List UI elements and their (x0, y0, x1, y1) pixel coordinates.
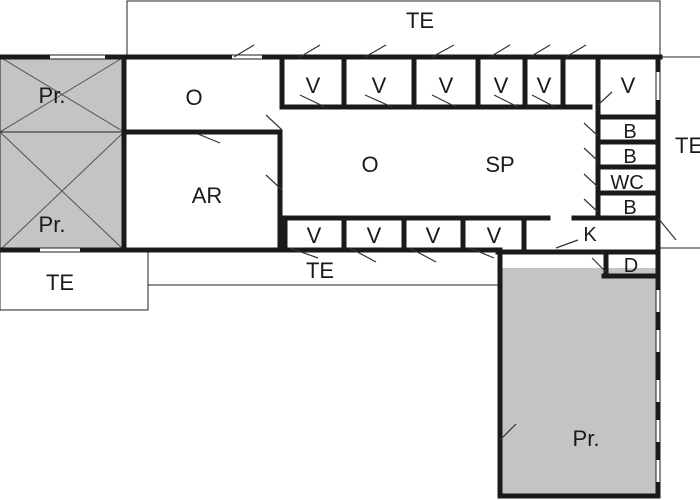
door-top-7 (565, 44, 587, 58)
door-top-5 (489, 44, 511, 58)
label-pr-top-left: Pr. (39, 83, 66, 108)
door-o-left (265, 114, 283, 131)
label-sp: SP (485, 152, 514, 177)
label-v-bottom-4: V (487, 223, 502, 248)
label-v-top-5: V (537, 73, 552, 98)
label-d: D (624, 255, 638, 277)
door-b3 (583, 198, 599, 213)
door-vb2 (349, 247, 377, 263)
label-b-middle: B (623, 146, 636, 168)
door-wc (583, 173, 599, 188)
door-top-3 (364, 44, 387, 58)
label-b-upper: B (623, 121, 636, 143)
door-v2 (364, 94, 393, 108)
door-top-6 (529, 44, 551, 58)
label-te-corridor: TE (306, 258, 334, 283)
pr-bottom-right-area (502, 268, 658, 496)
door-top-2 (299, 44, 321, 58)
grey-areas (0, 56, 658, 496)
door-ar-right (265, 174, 283, 191)
door-v3 (431, 94, 457, 108)
label-v-bottom-3: V (426, 223, 441, 248)
label-v-top-right: V (621, 73, 636, 98)
doors (197, 44, 677, 441)
door-pr (499, 423, 517, 441)
label-v-top-2: V (372, 73, 387, 98)
label-pr-mid-left: Pr. (39, 212, 66, 237)
door-b1 (583, 122, 599, 137)
label-v-top-3: V (439, 73, 454, 98)
label-wc: WC (610, 172, 643, 194)
label-o-left: O (185, 85, 202, 110)
pr-mid-left-cross-b (0, 131, 125, 251)
label-pr-bottom-right: Pr. (573, 426, 600, 451)
walls (0, 54, 663, 499)
door-v4 (493, 94, 519, 108)
label-te-left: TE (46, 270, 74, 295)
label-v-top-4: V (494, 73, 509, 98)
door-vb1 (289, 247, 319, 259)
label-v-bottom-1: V (307, 223, 322, 248)
door-b2 (583, 147, 599, 162)
label-k: K (583, 224, 597, 246)
windows (40, 55, 660, 482)
label-o-center: O (361, 152, 378, 177)
room-labels: TE TE TE TE Pr. Pr. Pr. O O SP AR V V V … (39, 8, 700, 451)
label-v-bottom-2: V (367, 223, 382, 248)
label-te-right: TE (675, 133, 700, 158)
door-top-4 (431, 44, 455, 58)
door-top-1 (233, 44, 255, 58)
door-vb4 (469, 247, 495, 259)
door-v5 (531, 94, 556, 108)
door-k (555, 239, 579, 249)
door-v1 (299, 94, 326, 108)
door-d (591, 257, 607, 273)
door-v-right (597, 91, 613, 106)
pr-top-left-cross-b (0, 56, 125, 133)
label-ar: AR (192, 183, 223, 208)
door-te-right (657, 217, 677, 241)
door-vb3 (409, 247, 437, 263)
door-o-ar (197, 133, 221, 144)
label-b-lower: B (623, 197, 636, 219)
label-te-top: TE (406, 8, 434, 33)
label-v-top-1: V (306, 73, 321, 98)
